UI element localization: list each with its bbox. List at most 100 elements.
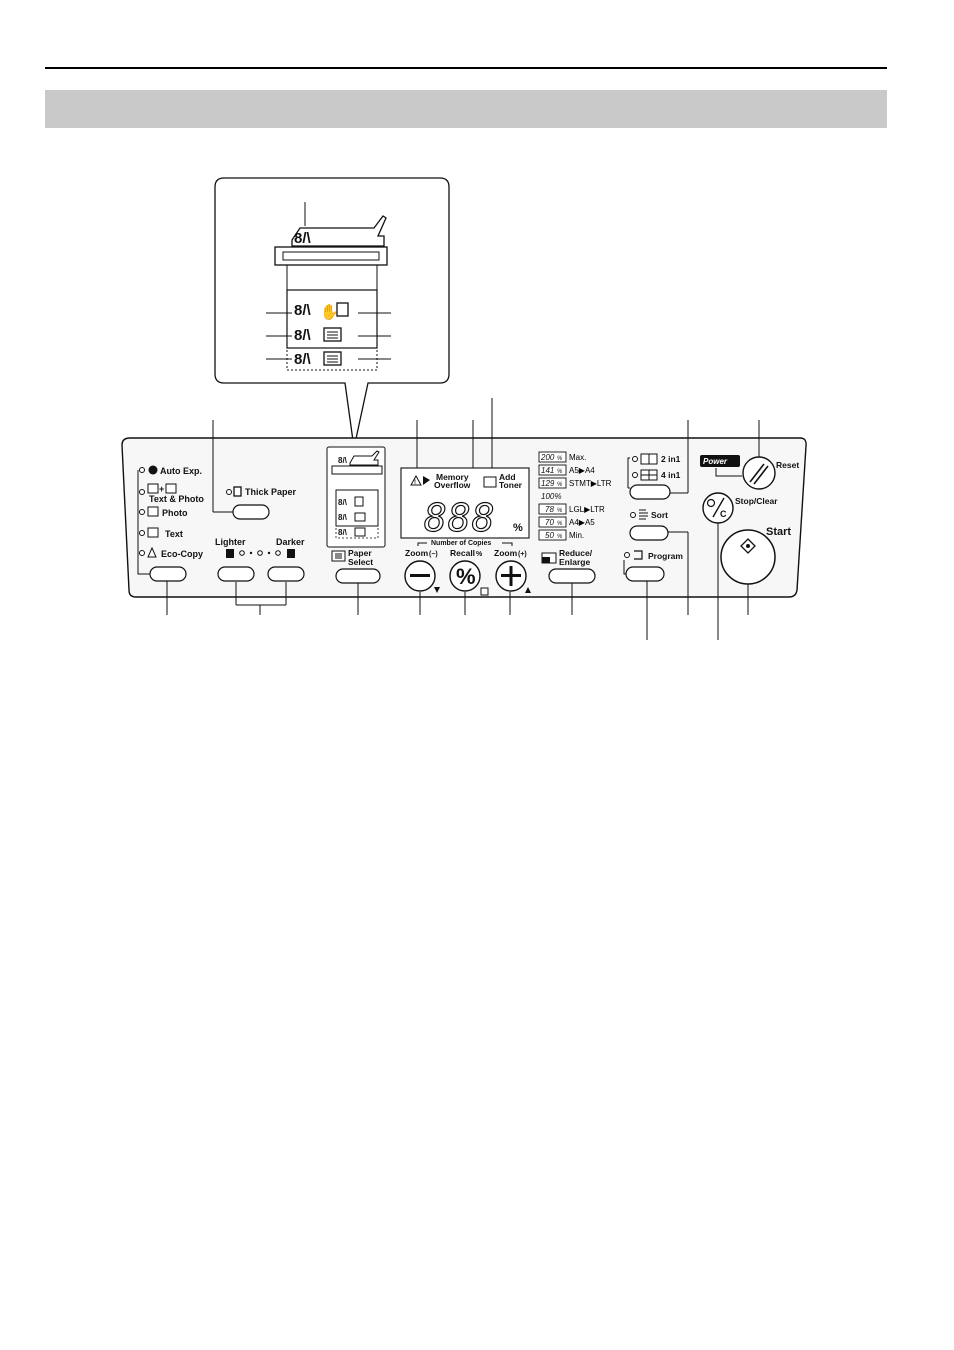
ratio-label-2: STMT▶LTR <box>569 479 612 488</box>
svg-text:%: % <box>557 456 563 462</box>
eco-copy-icon <box>147 546 157 558</box>
paper-sheet-icon <box>336 302 349 317</box>
recall-button[interactable] <box>449 560 481 592</box>
photo-mode-icon <box>165 483 177 494</box>
percent-icon: % <box>456 564 476 589</box>
lighter-button[interactable] <box>217 566 255 582</box>
mode-text-photo: Text & Photo <box>149 494 204 504</box>
panel-leader-lines <box>166 398 760 640</box>
zoom-plus-label: Zoom <box>494 548 518 558</box>
ratio-value-1: 141 <box>541 466 554 475</box>
reduce-enlarge-label-1: Reduce/ <box>559 548 593 558</box>
paper-select-label-1: Paper <box>348 548 372 558</box>
stop-icon <box>706 498 716 508</box>
copy-display: ! Memory Overflow Add Toner 888 % <box>400 467 530 541</box>
program-led <box>624 552 630 558</box>
two-in-one-led <box>632 456 638 462</box>
number-of-copies-caption: Number of Copies <box>417 540 513 547</box>
photo-led <box>139 509 145 515</box>
svg-text:8/\: 8/\ <box>338 513 348 522</box>
copy-count-digits: 888 <box>424 496 496 540</box>
svg-text:%: % <box>557 469 563 475</box>
header-rule <box>45 67 887 69</box>
paper-status-indicator: 8/\ 8/\ 8/\ 8/\ <box>326 446 386 548</box>
thick-paper-icon <box>233 486 242 497</box>
down-arrow-icon <box>434 587 440 593</box>
eco-copy-led <box>139 550 145 556</box>
power-label: Power <box>703 457 728 466</box>
svg-text:%: % <box>557 508 563 514</box>
memory-label-2: Overflow <box>434 480 471 490</box>
ratio-label-5: A4▶A5 <box>569 518 595 527</box>
memory-arrow-icon <box>423 476 430 485</box>
zoom-plus-sign: (+) <box>518 551 527 558</box>
power-indicator <box>700 455 740 467</box>
stop-clear-group: C Stop/Clear <box>702 492 778 524</box>
layout-group: 2 in1 4 in1 <box>627 453 681 500</box>
stop-clear-label: Stop/Clear <box>735 496 778 506</box>
ratio-value-0: 200 <box>540 453 555 462</box>
ratio-label-4: LGL▶LTR <box>569 505 605 514</box>
add-toner-icon <box>483 476 497 488</box>
exposure-mode-button[interactable] <box>149 566 187 582</box>
program-icon <box>634 550 643 560</box>
callout-leader-lines <box>266 202 391 360</box>
sort-group: Sort <box>629 509 669 541</box>
text-mode-icon <box>147 483 159 494</box>
mode-eco-copy: Eco-Copy <box>161 549 203 559</box>
program-group: Program <box>623 550 683 582</box>
mini-doc-misfeed-icon: 8/\ <box>338 456 348 465</box>
exposure-mode-group: Auto Exp. + Text & Photo Photo Text Eco-… <box>137 465 204 582</box>
svg-text:8/\: 8/\ <box>338 528 348 537</box>
thick-paper-button[interactable] <box>232 504 270 520</box>
mode-text: Text <box>165 529 183 539</box>
program-button[interactable] <box>625 566 665 582</box>
ratio-box-4 <box>538 503 567 515</box>
two-in-one-label: 2 in1 <box>661 454 681 464</box>
start-label: Start <box>766 526 791 538</box>
four-in-one-led <box>632 472 638 478</box>
ratio-value-6: 50 <box>545 531 554 540</box>
cassette2-misfeed-icon: 8/\ <box>294 351 312 368</box>
text-photo-led <box>139 489 145 495</box>
mode-photo: Photo <box>162 508 188 518</box>
sort-led <box>630 512 636 518</box>
power-reset-group: Power Reset <box>700 455 799 490</box>
hand-paper-icon: ✋ <box>320 303 339 321</box>
darker-button[interactable] <box>267 566 305 582</box>
reset-button[interactable] <box>742 456 776 490</box>
ratio-value-3: 100% <box>541 492 561 501</box>
start-group: Start <box>720 526 791 585</box>
mode-auto-exp: Auto Exp. <box>160 466 202 476</box>
start-button[interactable] <box>720 529 776 585</box>
lighter-icon <box>226 549 234 558</box>
svg-text:%: % <box>557 482 563 488</box>
doc-misfeed-icon: 8/\ <box>294 230 312 247</box>
add-toner-label-1: Add <box>499 472 516 482</box>
density-group: Lighter Darker <box>215 537 305 582</box>
svg-text:!: ! <box>414 480 416 486</box>
thick-paper-label: Thick Paper <box>245 487 297 497</box>
layout-button[interactable] <box>629 484 671 500</box>
ratio-box-5 <box>538 516 567 528</box>
thick-paper-led <box>226 489 232 495</box>
svg-text:8/\: 8/\ <box>338 498 348 507</box>
reduce-enlarge-label-2: Enlarge <box>559 557 590 567</box>
reduce-enlarge-button[interactable] <box>548 568 596 584</box>
paper-select-button[interactable] <box>335 568 381 584</box>
copy-keys-group: Zoom (−) Recall % Zoom (+) % <box>404 548 531 596</box>
recall-label: Recall <box>450 548 475 558</box>
four-in-one-label: 4 in1 <box>661 470 681 480</box>
ratio-value-5: 70 <box>545 518 554 527</box>
svg-text:%: % <box>557 521 563 527</box>
memory-warning-icon <box>410 474 422 486</box>
darker-label: Darker <box>276 537 305 547</box>
ratio-box-1 <box>538 464 567 476</box>
misfeed-icon: 8/\ <box>294 302 312 319</box>
ratio-label-6: Min. <box>569 531 584 540</box>
ratio-value-2: 129 <box>541 479 555 488</box>
text-icon <box>147 527 159 538</box>
sort-button[interactable] <box>629 525 669 541</box>
cassette1-misfeed-icon: 8/\ <box>294 327 312 344</box>
svg-text:+: + <box>159 484 164 494</box>
